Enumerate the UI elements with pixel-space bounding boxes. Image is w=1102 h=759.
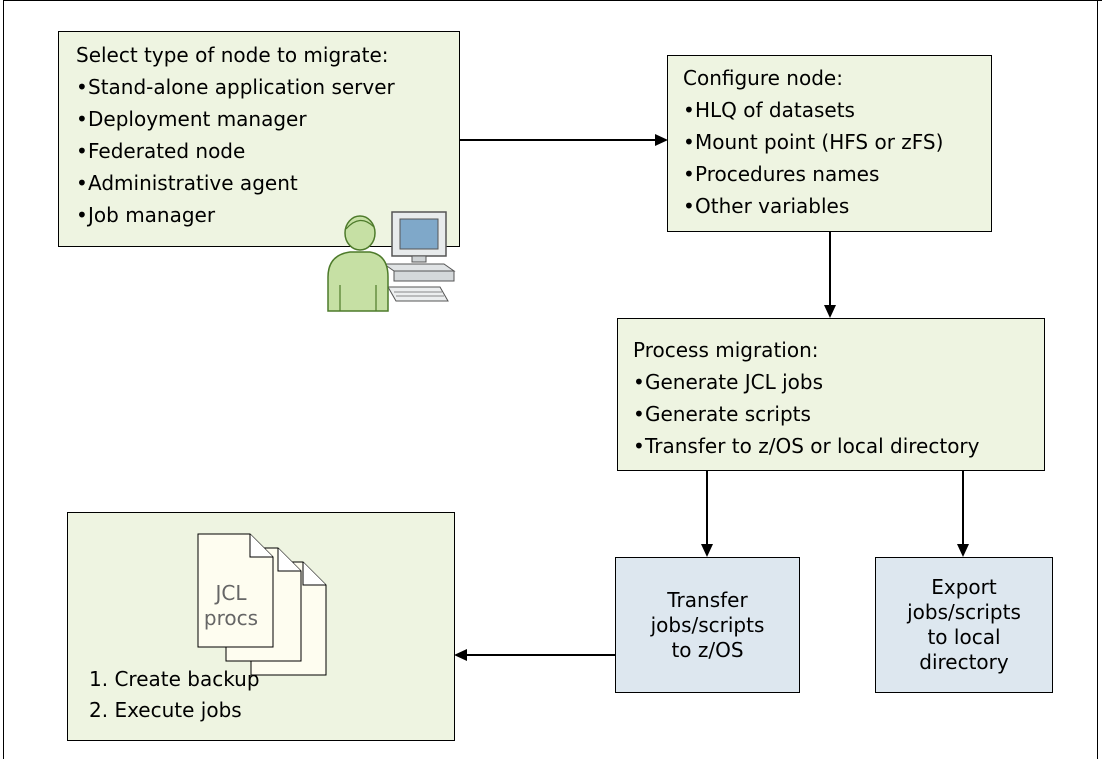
configure-node-title: Configure node: [683, 66, 843, 90]
configure-node-list: HLQ of datasets Mount point (HFS or zFS)… [683, 94, 991, 222]
node-type-item: Job manager [76, 199, 459, 231]
configure-item: Procedures names [683, 158, 991, 190]
arrowhead [824, 305, 836, 318]
step-item: 1. Create backup [89, 667, 260, 691]
node-type-item: Administrative agent [76, 167, 459, 199]
step-item: 2. Execute jobs [89, 698, 242, 722]
configure-item: HLQ of datasets [683, 94, 991, 126]
configure-node-box: Configure node: HLQ of datasets Mount po… [667, 55, 992, 232]
arrowhead [454, 649, 467, 661]
arrowhead [701, 544, 713, 557]
arrowhead [655, 134, 668, 146]
doc-label-jcl: JCL [213, 581, 247, 605]
arrowhead [957, 544, 969, 557]
node-type-list: Stand-alone application server Deploymen… [76, 71, 459, 231]
configure-item: Mount point (HFS or zFS) [683, 126, 991, 158]
configure-item: Other variables [683, 190, 991, 222]
jcl-document-stack-icon: JCL procs [197, 533, 327, 676]
frame-top-line [3, 0, 1102, 1]
transfer-to-zos-label: Transfer jobs/scripts to z/OS [650, 587, 765, 662]
export-local-box: Export jobs/scripts to local directory [875, 557, 1053, 693]
transfer-to-zos-box: Transfer jobs/scripts to z/OS [615, 557, 800, 693]
node-type-item: Federated node [76, 135, 459, 167]
frame-left-line [3, 0, 4, 759]
backup-execute-box: JCL procs 1. Create backup 2. Execute jo… [67, 512, 455, 741]
process-item: Generate JCL jobs [633, 366, 1044, 398]
process-item: Transfer to z/OS or local directory [633, 430, 1044, 462]
node-type-item: Stand-alone application server [76, 71, 459, 103]
doc-label-procs: procs [204, 606, 258, 630]
process-migration-list: Generate JCL jobs Generate scripts Trans… [633, 366, 1044, 462]
process-migration-box: Process migration: Generate JCL jobs Gen… [617, 318, 1045, 471]
export-local-label: Export jobs/scripts to local directory [907, 575, 1021, 674]
process-migration-title: Process migration: [633, 338, 819, 362]
process-item: Generate scripts [633, 398, 1044, 430]
frame-right-line [1097, 0, 1098, 759]
backup-steps-list: 1. Create backup 2. Execute jobs [89, 664, 260, 726]
select-node-type-title: Select type of node to migrate: [76, 43, 389, 67]
user-at-computer-icon [327, 211, 456, 312]
select-node-type-box: Select type of node to migrate: Stand-al… [58, 31, 460, 247]
node-type-item: Deployment manager [76, 103, 459, 135]
